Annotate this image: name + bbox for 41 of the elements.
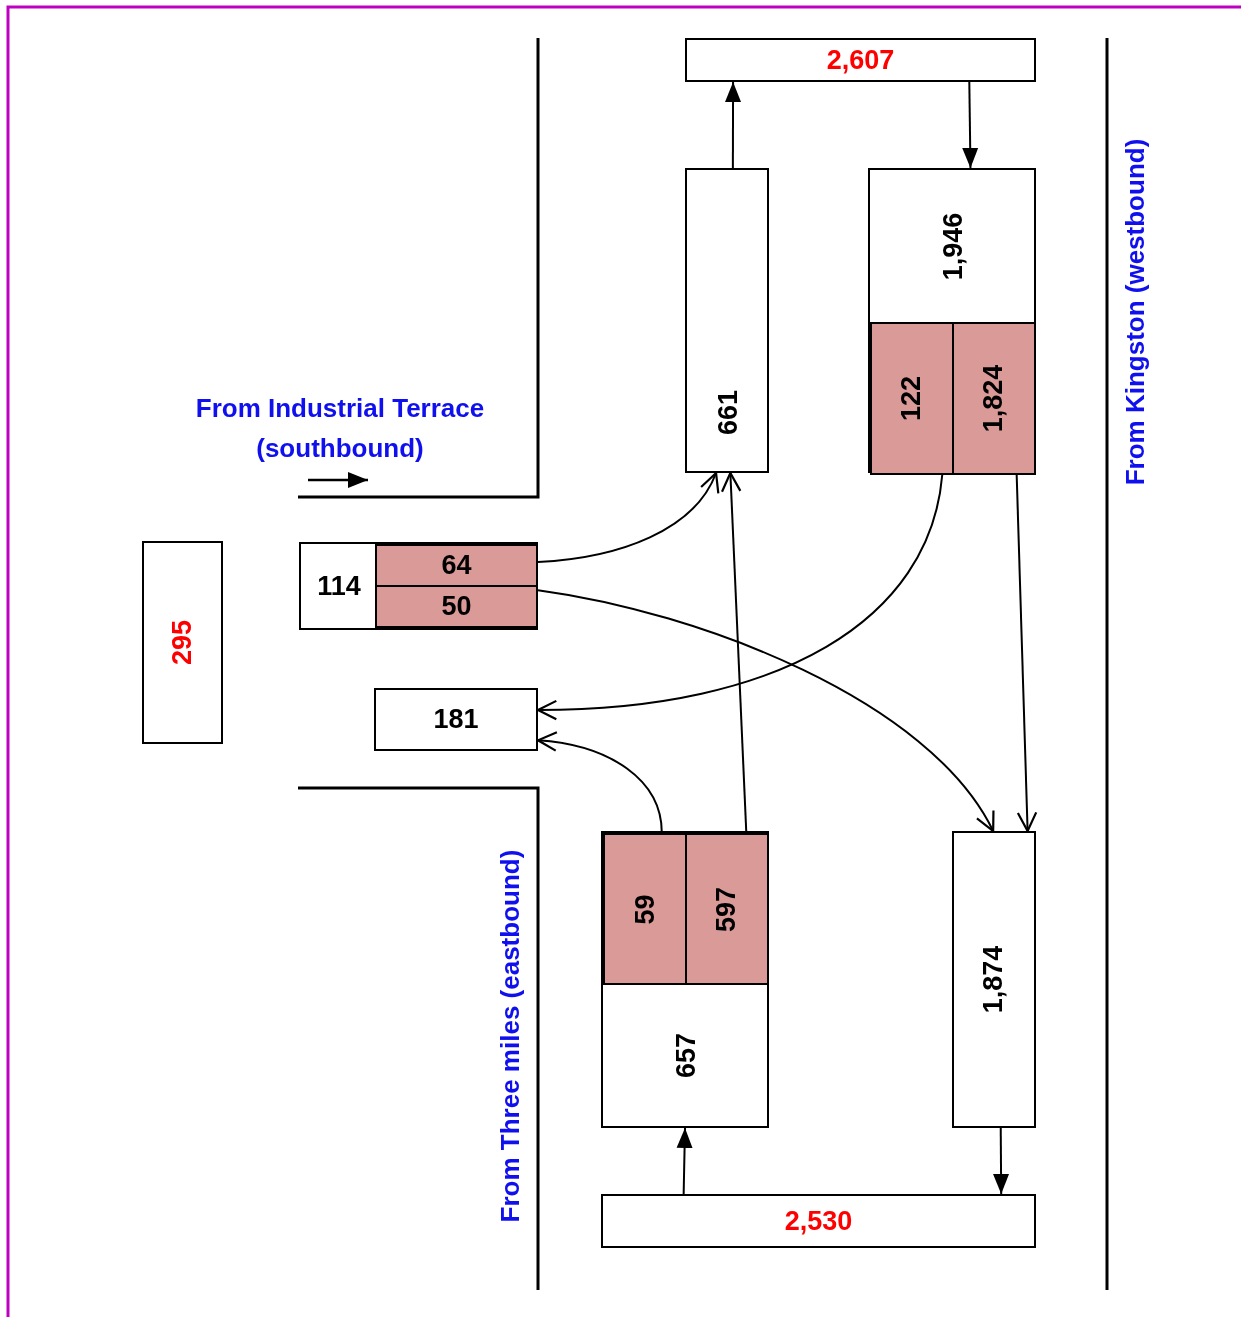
arrow [725, 81, 742, 169]
count-number: 597 [711, 886, 743, 932]
count-number: 1,874 [978, 945, 1010, 1014]
approach-label: From Three miles (eastbound) [494, 848, 526, 1225]
count-number: 181 [433, 704, 479, 735]
count-number: 657 [671, 1032, 703, 1079]
count-number: 122 [896, 375, 928, 422]
count-cell [870, 322, 954, 475]
approach-label: From Industrial Terrace (southbound) [194, 392, 486, 465]
count-number: 50 [441, 591, 472, 622]
count-cell [685, 833, 769, 985]
count-number: 64 [441, 550, 472, 581]
approach-label: From Kingston (westbound) [1119, 137, 1151, 488]
count-box [374, 688, 538, 751]
arrow [537, 589, 995, 833]
count-box [685, 168, 769, 473]
arrow [993, 1127, 1010, 1195]
arrow [676, 1127, 693, 1195]
count-number: 2,530 [784, 1205, 853, 1237]
count-box [601, 1194, 1036, 1248]
count-box [685, 38, 1036, 82]
arrow [1015, 474, 1038, 833]
count-box [868, 168, 1036, 473]
count-number: 59 [629, 894, 661, 924]
count-box [601, 831, 769, 1128]
count-number: 114 [317, 570, 361, 602]
count-cell [375, 544, 538, 587]
count-box [952, 831, 1036, 1128]
count-cell [375, 585, 538, 628]
count-cell [603, 833, 687, 985]
count-number: 1,946 [938, 212, 970, 280]
count-box [142, 541, 223, 744]
count-cell [952, 322, 1036, 475]
arrow [537, 471, 718, 564]
arrow [962, 81, 979, 169]
count-number: 2,607 [826, 44, 895, 76]
arrow [720, 471, 748, 834]
count-box [299, 542, 538, 630]
count-number: 1,824 [978, 364, 1010, 433]
count-number: 661 [713, 389, 745, 436]
count-number: 295 [167, 619, 198, 666]
